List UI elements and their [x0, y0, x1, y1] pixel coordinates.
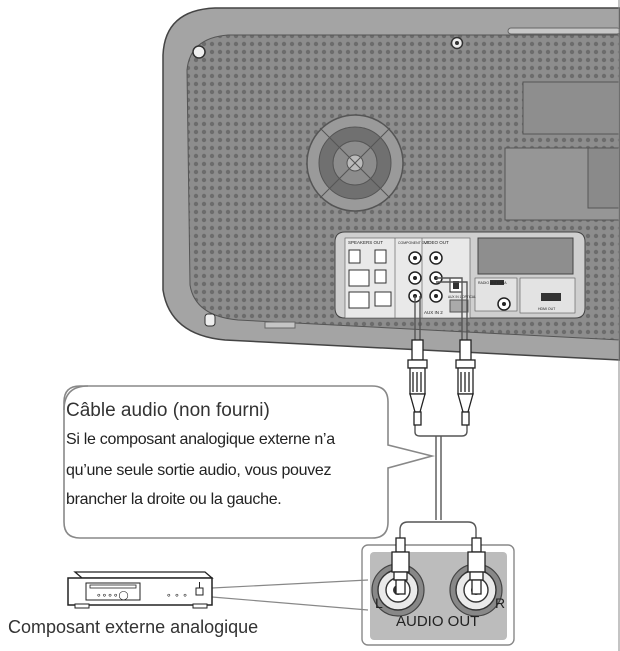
callout-bubble — [63, 385, 436, 539]
label-radio-antenna: RADIO ANTENNA — [478, 281, 507, 285]
callout-line: qu’une seule sortie audio, vous pouvez — [66, 462, 332, 479]
audio-out-panel — [361, 544, 515, 646]
rca-plug-left-lower — [391, 537, 410, 595]
device-buttons: ∘ ∘ ∘ — [166, 590, 188, 600]
rca-plug-left-upper — [407, 339, 428, 426]
rca-plug-right-upper — [455, 339, 476, 426]
jack-left-label: L — [375, 595, 383, 611]
label-component-out: COMPONENT OUT — [398, 241, 430, 245]
callout-line: brancher la droite ou la gauche. — [66, 491, 282, 508]
audio-out-label: AUDIO OUT — [396, 613, 480, 630]
external-component-label: Composant externe analogique — [8, 617, 259, 637]
audio-cable — [399, 277, 477, 545]
main-unit-rear: SPEAKERS OUT COMPONENT OUT VIDEO OUT AUX… — [162, 7, 620, 361]
device-display: ∘∘∘∘◯ — [96, 590, 129, 601]
label-hdmi-out: HDMI OUT — [538, 307, 556, 311]
jack-right-label: R — [495, 595, 506, 611]
label-aux-in: AUX IN 2 — [424, 310, 443, 315]
callout-line: Si le composant analogique externe n’a — [66, 431, 335, 448]
label-video-out: VIDEO OUT — [424, 240, 449, 245]
label-speakers-out: SPEAKERS OUT — [348, 240, 383, 245]
screw-hole-left — [192, 45, 206, 59]
rca-plug-right-lower — [467, 537, 486, 595]
callout-title: Câble audio (non fourni) — [66, 400, 270, 421]
external-component-device: ∘∘∘∘◯ ∘ ∘ ∘ — [67, 571, 369, 611]
fan-grille — [306, 114, 404, 212]
